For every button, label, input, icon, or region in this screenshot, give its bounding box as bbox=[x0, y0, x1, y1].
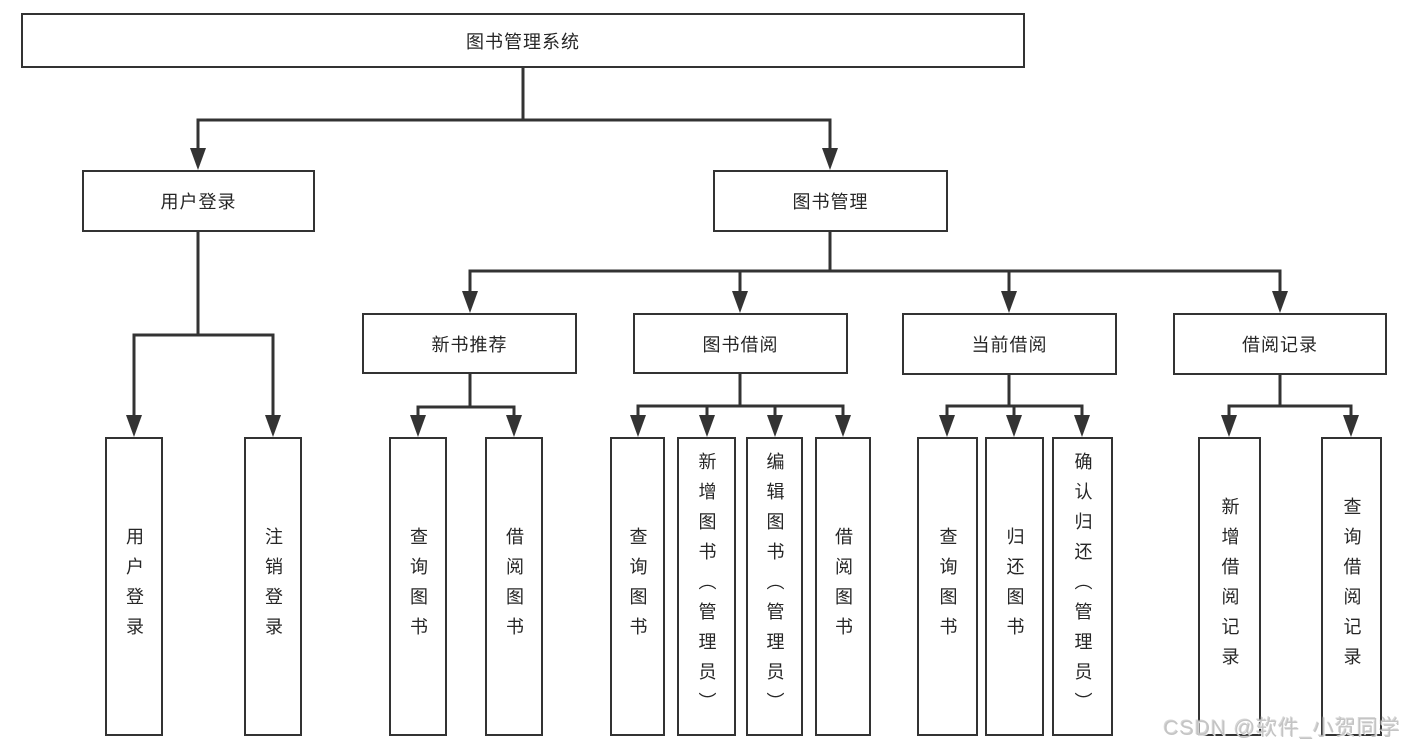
leaf-logout: 注销登录 bbox=[244, 437, 302, 736]
arrowheads-current-borrow bbox=[939, 415, 1090, 437]
node-current-borrowing: 当前借阅 bbox=[902, 313, 1117, 375]
connector-book-management-fork bbox=[468, 230, 1282, 300]
arrowhead-icon bbox=[265, 415, 281, 437]
connector-user-login-fork bbox=[132, 230, 275, 424]
leaf-query-borrow-record: 查询借阅记录 bbox=[1321, 437, 1382, 736]
leaf-query-books-recommend: 查询图书 bbox=[389, 437, 447, 736]
leaf-confirm-return-admin: 确认归还（管理员） bbox=[1052, 437, 1113, 736]
arrowheads-level3 bbox=[462, 291, 1288, 313]
leaf-add-borrow-record: 新增借阅记录 bbox=[1198, 437, 1261, 736]
arrowhead-icon bbox=[1006, 415, 1022, 437]
arrowhead-icon bbox=[410, 415, 426, 437]
arrowhead-icon bbox=[630, 415, 646, 437]
arrowhead-icon bbox=[1272, 291, 1288, 313]
node-user-login: 用户登录 bbox=[82, 170, 315, 232]
arrowhead-icon bbox=[1001, 291, 1017, 313]
leaf-add-books-admin: 新增图书（管理员） bbox=[677, 437, 736, 736]
node-new-book-recommendation: 新书推荐 bbox=[362, 313, 577, 374]
arrowhead-icon bbox=[732, 291, 748, 313]
arrowhead-icon bbox=[506, 415, 522, 437]
leaf-query-books-current: 查询图书 bbox=[917, 437, 978, 736]
arrowhead-icon bbox=[1074, 415, 1090, 437]
arrowhead-icon bbox=[190, 148, 206, 170]
leaf-edit-books-admin: 编辑图书（管理员） bbox=[746, 437, 803, 736]
node-book-borrowing: 图书借阅 bbox=[633, 313, 848, 374]
leaf-borrow-books-borrowing: 借阅图书 bbox=[815, 437, 871, 736]
arrowhead-icon bbox=[1343, 415, 1359, 437]
connector-new-book-fork bbox=[416, 372, 516, 424]
arrowhead-icon bbox=[699, 415, 715, 437]
connector-borrow-records-fork bbox=[1227, 373, 1353, 424]
arrowheads-borrow-records bbox=[1221, 415, 1359, 437]
arrowhead-icon bbox=[767, 415, 783, 437]
arrowhead-icon bbox=[462, 291, 478, 313]
csdn-watermark: CSDN @软件_小贺同学 bbox=[1163, 717, 1401, 740]
arrowhead-icon bbox=[835, 415, 851, 437]
arrowheads-new-book bbox=[410, 415, 522, 437]
leaf-return-books: 归还图书 bbox=[985, 437, 1044, 736]
leaf-user-login: 用户登录 bbox=[105, 437, 163, 736]
node-library-system: 图书管理系统 bbox=[21, 13, 1025, 68]
arrowheads-book-borrow bbox=[630, 415, 851, 437]
arrowhead-icon bbox=[126, 415, 142, 437]
connector-book-borrow-fork bbox=[636, 372, 845, 424]
node-book-management: 图书管理 bbox=[713, 170, 948, 232]
arrowheads-user-login bbox=[126, 415, 281, 437]
arrowhead-icon bbox=[939, 415, 955, 437]
node-borrowing-records: 借阅记录 bbox=[1173, 313, 1387, 375]
connector-root-to-level2 bbox=[196, 66, 832, 157]
connector-current-borrow-fork bbox=[945, 373, 1084, 424]
leaf-borrow-books-recommend: 借阅图书 bbox=[485, 437, 543, 736]
arrowheads-level2 bbox=[190, 148, 838, 170]
arrowhead-icon bbox=[822, 148, 838, 170]
leaf-query-books-borrowing: 查询图书 bbox=[610, 437, 665, 736]
arrowhead-icon bbox=[1221, 415, 1237, 437]
